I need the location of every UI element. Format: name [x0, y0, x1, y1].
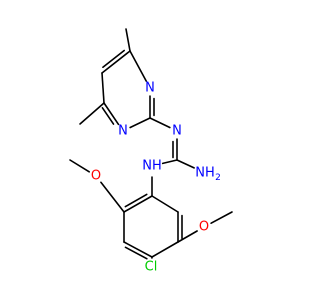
bond-c5-c6 [101, 72, 105, 104]
atom-o-lower: O [199, 220, 209, 235]
bond-a3-a4-double [124, 246, 148, 260]
bond-c6-n1-double [101, 107, 115, 125]
bond-c4-c5 [101, 50, 131, 74]
atom-nh2-subscript: 2 [215, 173, 221, 183]
bond-cG-nh2 [176, 159, 195, 169]
bond-c4-me1 [125, 28, 131, 52]
bond-c6-me2 [79, 102, 105, 125]
bond-c2-nIm [149, 117, 171, 129]
atom-n-ring-bottom: N [118, 124, 128, 139]
molecule-structure: N N N NH NH 2 O O Cl [69, 28, 233, 275]
atom-nh-amine: NH [142, 159, 162, 174]
bond-a4-a5 [151, 241, 179, 258]
atom-o-upper: O [91, 169, 101, 184]
bond-n3-c4 [129, 50, 147, 82]
bond-a6-a1 [151, 195, 179, 213]
bond-cG-nh [161, 159, 178, 165]
bond-a5-o2 [177, 230, 198, 243]
bond-c4-c5-double [102, 49, 125, 68]
atom-nh2-main: NH [195, 166, 215, 181]
bond-n1-c2 [129, 117, 151, 129]
bond-c6-n1 [103, 102, 120, 126]
atom-nh2: NH 2 [195, 166, 221, 184]
bond-a1-a2 [123, 195, 153, 213]
bond-a3-a4 [123, 241, 153, 258]
atom-n-ring-top: N [145, 81, 155, 96]
bond-a1-a2-double [124, 193, 148, 208]
bonds-group [69, 28, 233, 260]
bond-a2-o1 [100, 181, 125, 213]
bond-o1-me3 [69, 159, 90, 173]
atom-cl: Cl [145, 260, 158, 275]
bond-o2-me4 [210, 211, 233, 224]
atom-n-imine: N [172, 124, 182, 139]
